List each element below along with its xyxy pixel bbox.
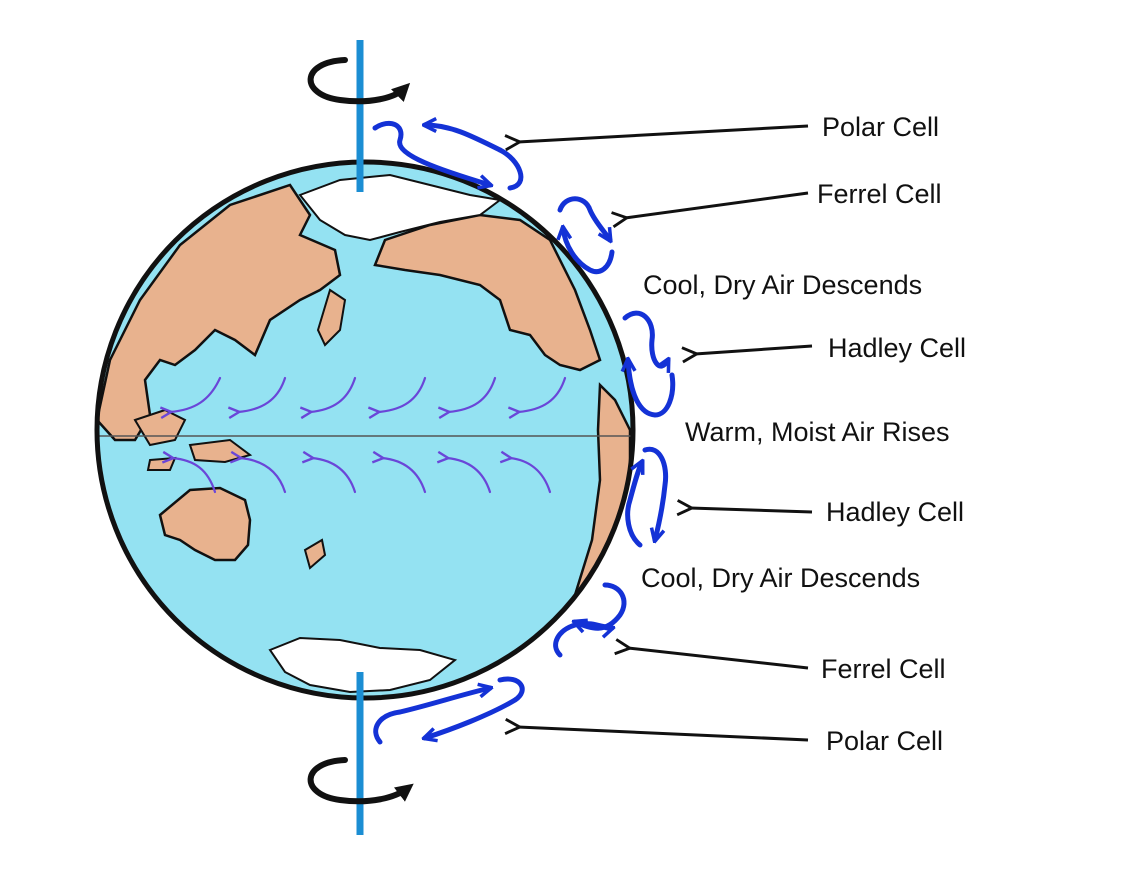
polar-cell-north-arrows — [372, 123, 524, 191]
pointer-ferrel-north — [625, 191, 809, 218]
antarctic-ice — [268, 636, 458, 694]
label-polar-cell-north: Polar Cell — [822, 112, 939, 142]
label-descend-north: Cool, Dry Air Descends — [643, 270, 922, 300]
label-descend-south: Cool, Dry Air Descends — [641, 563, 920, 593]
new-zealand-island — [303, 538, 327, 570]
pointer-ferrel-south — [628, 648, 809, 670]
rotation-arrow-south-icon — [307, 757, 414, 805]
pointer-hadley-north — [695, 344, 813, 354]
north-america-landmass — [373, 213, 602, 372]
label-hadley-cell-north: Hadley Cell — [828, 333, 966, 363]
globe — [94, 159, 636, 701]
trade-winds-north — [170, 376, 567, 412]
label-hadley-cell-south: Hadley Cell — [826, 497, 964, 527]
japan-island — [316, 288, 347, 347]
pointer-polar-north — [518, 124, 809, 142]
polar-cell-south-arrows — [373, 676, 525, 745]
ferrel-cell-north-arrows — [560, 196, 615, 275]
label-rises: Warm, Moist Air Rises — [685, 417, 950, 447]
ferrel-cell-south-arrows — [553, 582, 627, 658]
rotation-arrow-north-icon — [307, 57, 411, 105]
globe-outline — [94, 159, 636, 701]
hadley-cell-north-arrows — [625, 310, 676, 418]
pointer-hadley-south — [690, 508, 813, 512]
label-ferrel-cell-north: Ferrel Cell — [817, 179, 942, 209]
arctic-ice — [298, 173, 503, 242]
trade-winds-south — [172, 458, 552, 494]
asia-landmass — [97, 183, 342, 442]
label-polar-cell-south: Polar Cell — [826, 726, 943, 756]
australia-landmass — [158, 486, 252, 562]
hadley-cell-south-arrows — [625, 446, 669, 548]
pointer-polar-south — [518, 727, 809, 742]
label-ferrel-cell-south: Ferrel Cell — [821, 654, 946, 684]
